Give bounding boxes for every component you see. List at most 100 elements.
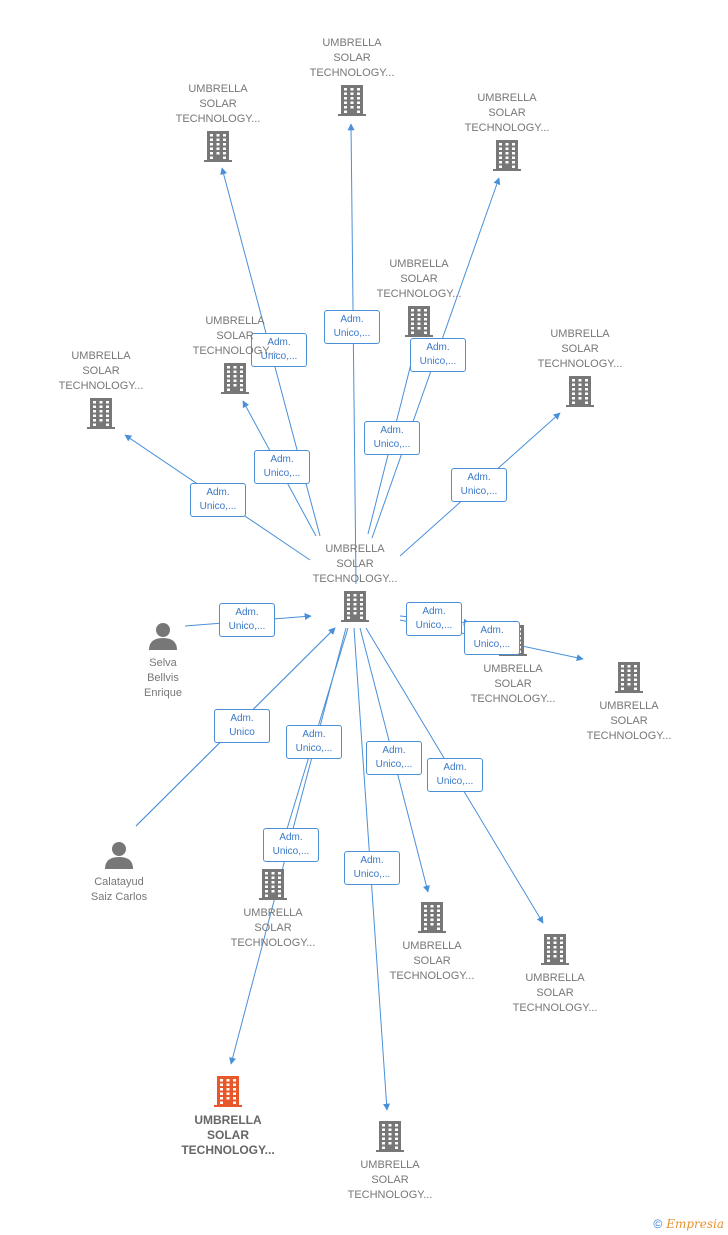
edge-label[interactable]: Adm.Unico,...: [364, 421, 420, 455]
edge-label-line: Unico,...: [375, 759, 413, 770]
building-icon[interactable]: [204, 131, 232, 162]
building-icon[interactable]: [221, 363, 249, 394]
building-icon[interactable]: [87, 398, 115, 429]
node-label-line: TECHNOLOGY...: [376, 288, 462, 300]
edge-center-n1: [347, 123, 357, 585]
node-label-line: TECHNOLOGY...: [389, 970, 475, 982]
edge-label-line: Unico,...: [460, 486, 498, 497]
node-label-line: UMBRELLA: [483, 663, 543, 675]
edge-label[interactable]: Adm. Unico,...: [324, 310, 380, 344]
node-label-line: UMBRELLA: [389, 258, 449, 270]
node-label-line: TECHNOLOGY...: [181, 1143, 275, 1157]
company-name[interactable]: UMBRELLA SOLAR TECHNOLOGY...: [448, 662, 578, 707]
edge-label-line: Adm.: [360, 855, 384, 866]
edge-label-line: Unico,...: [228, 621, 266, 632]
building-icon[interactable]: [341, 591, 369, 622]
node-label-line: TECHNOLOGY...: [470, 693, 556, 705]
node-label-line: UMBRELLA: [477, 92, 537, 104]
building-icon[interactable]: [493, 140, 521, 171]
building-icon[interactable]: [418, 902, 446, 933]
node-label-line: TECHNOLOGY...: [309, 67, 395, 79]
node-label-line: SOLAR: [207, 1128, 249, 1142]
brand-name: Empresia: [666, 1217, 724, 1231]
edge-label-line: Adm.: [443, 762, 467, 773]
node-label-line: TECHNOLOGY...: [192, 345, 278, 357]
edge-label-line: Adm.: [206, 487, 230, 498]
edge-label[interactable]: Adm.Unico: [214, 709, 270, 743]
edge-label-line: Unico,...: [263, 468, 301, 479]
edge-label[interactable]: Adm.Unico,...: [286, 725, 342, 759]
node-label-line: UMBRELLA: [550, 328, 610, 340]
node-label-line: SOLAR: [400, 273, 438, 285]
node-label-line: TECHNOLOGY...: [347, 1189, 433, 1201]
edge-label-line: Unico,...: [419, 356, 457, 367]
node-label-line: Selva: [149, 657, 177, 669]
edge-label[interactable]: Adm.Unico,...: [410, 338, 466, 372]
person-icon[interactable]: [105, 842, 133, 869]
edge-label[interactable]: Adm.Unico,...: [254, 450, 310, 484]
building-icon[interactable]: [615, 662, 643, 693]
edge-label-line: Unico,...: [272, 846, 310, 857]
node-label-line: TECHNOLOGY...: [464, 122, 550, 134]
edge-label[interactable]: Adm.Unico,...: [406, 602, 462, 636]
edge-label-line: Adm.: [480, 625, 504, 636]
building-icon[interactable]: [541, 934, 569, 965]
edge-label[interactable]: Adm.Unico,...: [190, 483, 246, 517]
edge-label[interactable]: Adm.Unico,...: [427, 758, 483, 792]
edge-label[interactable]: Adm.Unico,...: [251, 333, 307, 367]
building-icon[interactable]: [405, 306, 433, 337]
edge-label[interactable]: Adm. Unico,...: [366, 741, 422, 775]
edge-label-line: Adm.: [279, 832, 303, 843]
node-label-line: Enrique: [144, 687, 182, 699]
edge-label-line: Adm.: [340, 314, 364, 325]
company-name[interactable]: UMBRELLA SOLAR TECHNOLOGY...: [354, 257, 484, 302]
node-label-line: SOLAR: [610, 715, 648, 727]
node-label-line: UMBRELLA: [325, 543, 385, 555]
edge-label-line: Adm.: [302, 729, 326, 740]
copyright-symbol: ©: [653, 1217, 663, 1231]
node-label-line: TECHNOLOGY...: [58, 380, 144, 392]
node-label-line: UMBRELLA: [360, 1159, 420, 1171]
node-label-line: UMBRELLA: [525, 972, 585, 984]
icons-layer: [87, 85, 643, 1152]
edge-label[interactable]: Adm.Unico,...: [451, 468, 507, 502]
edge-label-line: Adm.: [422, 606, 446, 617]
building-icon[interactable]: [376, 1121, 404, 1152]
node-label-line: SOLAR: [336, 558, 374, 570]
edge-label[interactable]: Adm.Unico,...: [464, 621, 520, 655]
edge-label[interactable]: Adm.Unico,...: [219, 603, 275, 637]
edge-label-line: Adm.: [382, 745, 406, 756]
edge-label-line: Unico: [229, 727, 255, 738]
edge-label-line: Unico,...: [260, 351, 298, 362]
node-label-line: Calatayud: [94, 876, 144, 888]
edge-label[interactable]: Adm. Unico,...: [263, 828, 319, 862]
node-label-line: TECHNOLOGY...: [537, 358, 623, 370]
edge-label[interactable]: Adm.Unico,...: [344, 851, 400, 885]
node-label-line: Bellvis: [147, 672, 179, 684]
person-icon[interactable]: [149, 623, 177, 650]
building-icon[interactable]: [259, 869, 287, 900]
building-icon[interactable]: [214, 1076, 242, 1107]
edge-label-line: Unico,...: [333, 328, 371, 339]
building-icon[interactable]: [338, 85, 366, 116]
node-label-line: SOLAR: [494, 678, 532, 690]
building-icon[interactable]: [566, 376, 594, 407]
node-label-line: TECHNOLOGY...: [175, 113, 261, 125]
node-label-line: TECHNOLOGY...: [230, 937, 316, 949]
